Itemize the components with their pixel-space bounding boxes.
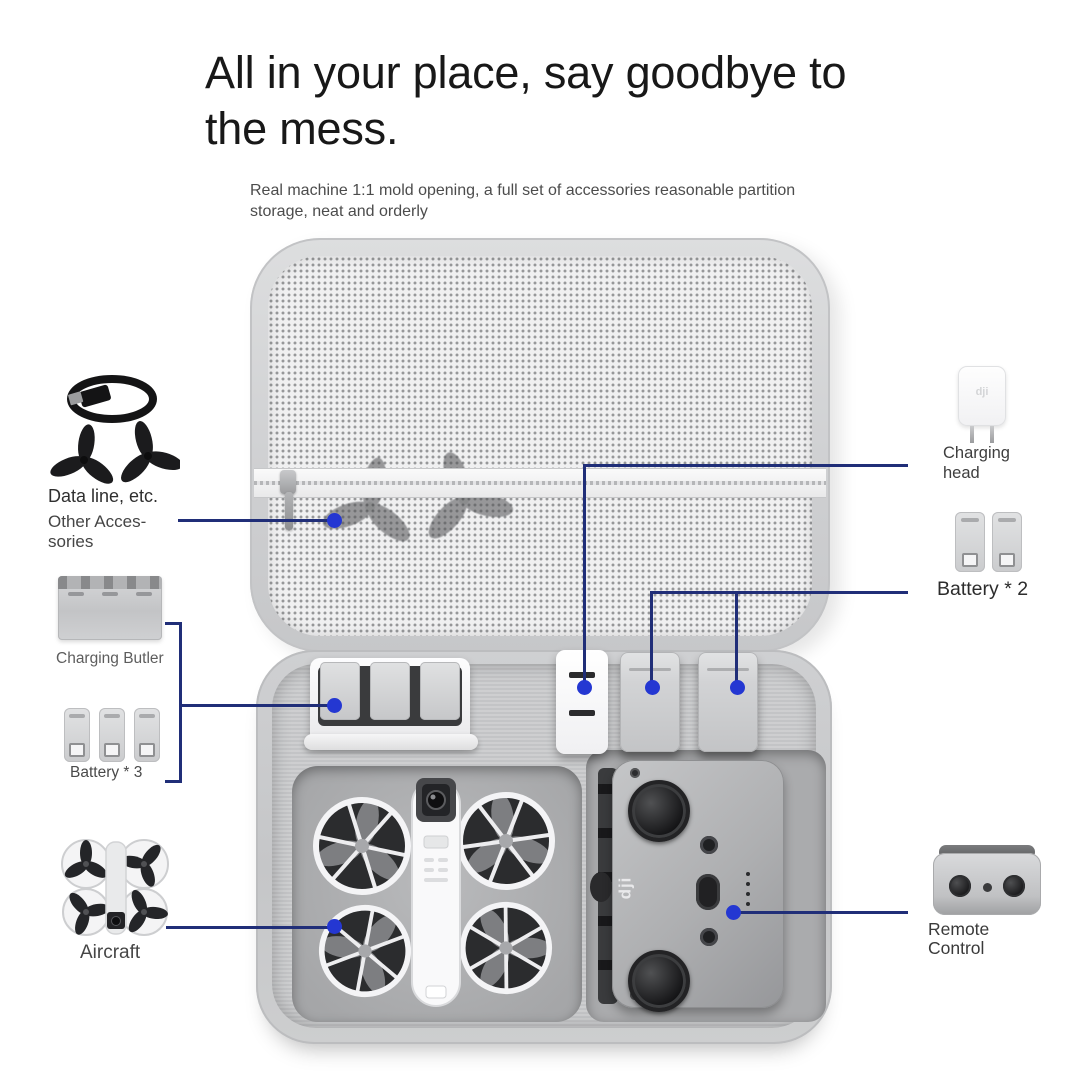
zipper-pull-tab: [285, 492, 293, 530]
remote-button: [983, 883, 992, 892]
battery-icon: [320, 662, 360, 720]
callout-line-charging-head: [583, 464, 908, 467]
label-remote-control: Remote Control: [928, 920, 989, 958]
callout-line-remote-control: [733, 911, 908, 914]
charging-hub-detail: [68, 592, 84, 596]
battery-icon: [370, 662, 410, 720]
remote-button: [700, 836, 718, 854]
callout-bracket-charging-set: [179, 622, 182, 783]
subtitle-line-1: Real machine 1:1 mold opening, a full se…: [250, 182, 796, 199]
remote-led: [746, 892, 750, 896]
callout-line-charging-set: [179, 704, 334, 707]
label-other-accessories-line2: sories: [48, 532, 94, 551]
remote-button: [700, 928, 718, 946]
title-line-2: the mess.: [205, 103, 399, 154]
drone-top-view-icon: [296, 778, 578, 1018]
wall-charger-icon: dji: [958, 366, 1006, 443]
remote-charge-port: [696, 874, 720, 910]
remote-led: [746, 902, 750, 906]
battery-icon: [99, 708, 125, 762]
charger-port-mark: [569, 672, 595, 678]
drone-top-view-icon: [61, 839, 169, 936]
callout-dot-remote-control: [726, 905, 741, 920]
callout-dot-battery-a: [645, 680, 660, 695]
battery-icon: [420, 662, 460, 720]
battery-icon: [134, 708, 160, 762]
page-subtitle: Real machine 1:1 mold opening, a full se…: [250, 180, 795, 222]
label-charging-butler: Charging Butler: [56, 650, 164, 667]
callout-line-other-accessories: [178, 519, 334, 522]
label-other-accessories-line1: Other Acces-: [48, 512, 147, 531]
callout-drop-battery-a: [650, 591, 653, 687]
callout-bracket-top-stub: [165, 622, 182, 625]
charger-prong: [970, 426, 974, 443]
remote-side-knob: [590, 872, 612, 902]
battery-icon: [698, 652, 758, 752]
zipper-teeth: [254, 481, 826, 485]
callout-drop-charging-head: [583, 464, 586, 686]
label-remote-control-line2: Control: [928, 938, 985, 958]
lid-zipper: [254, 468, 826, 498]
label-other-accessories: Other Acces- sories: [48, 512, 146, 552]
label-battery-x2: Battery * 2: [937, 578, 1029, 600]
subtitle-line-2: storage, neat and orderly: [250, 203, 428, 220]
case-lid-mesh-pocket: [268, 256, 812, 636]
remote-body: [933, 853, 1041, 915]
callout-dot-charging-hub: [327, 698, 342, 713]
remote-led: [746, 882, 750, 886]
label-charging-head-line1: Charging: [943, 444, 1010, 462]
propeller-pair-icon: [50, 420, 180, 484]
callout-dot-aircraft: [327, 919, 342, 934]
remote-joystick-top: [628, 780, 690, 842]
zipper-slider: [280, 470, 296, 494]
callout-drop-battery-b: [735, 591, 738, 687]
remote-controller-icon: [933, 843, 1041, 919]
remote-screw: [630, 768, 640, 778]
label-aircraft: Aircraft: [80, 942, 141, 963]
charging-hub-detail: [136, 592, 152, 596]
label-charging-head-line2: head: [943, 464, 980, 482]
label-data-line: Data line, etc.: [48, 486, 159, 506]
label-remote-control-line1: Remote: [928, 919, 990, 939]
label-charging-head: Charging head: [943, 443, 1010, 483]
usb-cable-icon: [67, 375, 157, 423]
callout-dot-battery-b: [730, 680, 745, 695]
label-battery-x3: Battery * 3: [70, 764, 143, 781]
charging-hub-top-slots: [58, 576, 162, 589]
callout-line-battery-x2: [650, 591, 908, 594]
remote-joystick-bottom: [628, 950, 690, 1012]
charging-hub-detail: [102, 592, 118, 596]
wall-charger-in-case: [556, 650, 608, 754]
charger-port-mark: [569, 710, 595, 716]
battery-icon: [992, 512, 1022, 572]
charging-hub-in-case: [310, 658, 470, 744]
callout-bracket-bottom-stub: [165, 780, 182, 783]
title-line-1: All in your place, say goodbye to: [205, 47, 847, 98]
remote-joystick: [949, 875, 971, 897]
remote-led: [746, 872, 750, 876]
dji-logo: dji: [975, 386, 989, 398]
battery-icon: [955, 512, 985, 572]
charger-prong: [990, 426, 994, 443]
charging-hub-icon: [58, 576, 162, 640]
callout-dot-charging-head: [577, 680, 592, 695]
propellers-in-mesh-pocket: [322, 452, 514, 542]
callout-dot-other-accessories: [327, 513, 342, 528]
dji-logo: dji: [615, 876, 635, 900]
charging-hub-tray-lip: [304, 734, 478, 750]
callout-line-aircraft: [166, 926, 334, 929]
page-title: All in your place, say goodbye to the me…: [205, 45, 846, 157]
remote-joystick: [1003, 875, 1025, 897]
remote-controller-icon: dji: [612, 760, 784, 1012]
battery-icon: [64, 708, 90, 762]
